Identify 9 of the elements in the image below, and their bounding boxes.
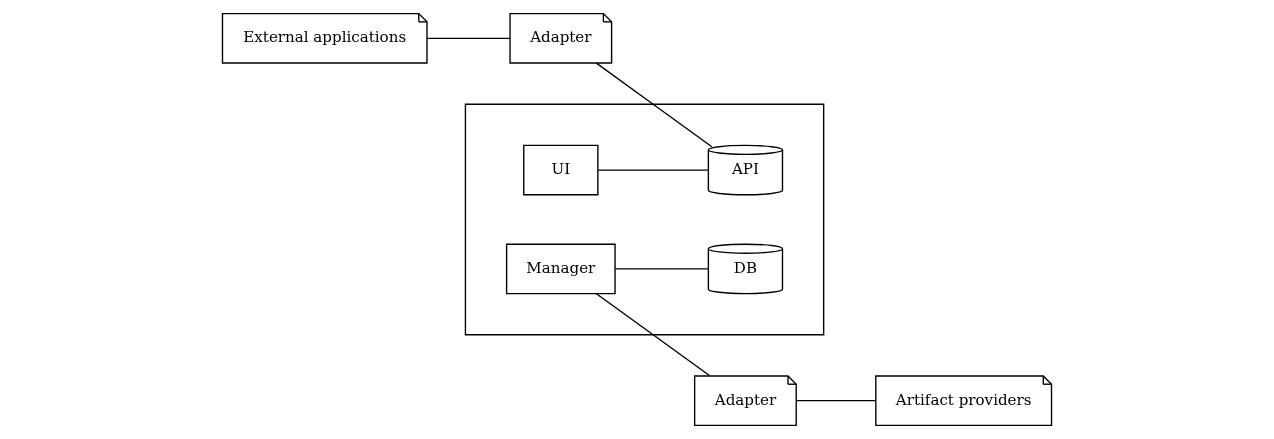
connector [426, 37, 511, 39]
connector [595, 293, 711, 377]
node-box: Manager [505, 243, 616, 295]
connector [795, 400, 877, 402]
connector [614, 268, 709, 270]
cluster [464, 103, 825, 336]
connector [595, 62, 713, 148]
node-box: UI [523, 144, 599, 196]
connector [597, 169, 709, 171]
